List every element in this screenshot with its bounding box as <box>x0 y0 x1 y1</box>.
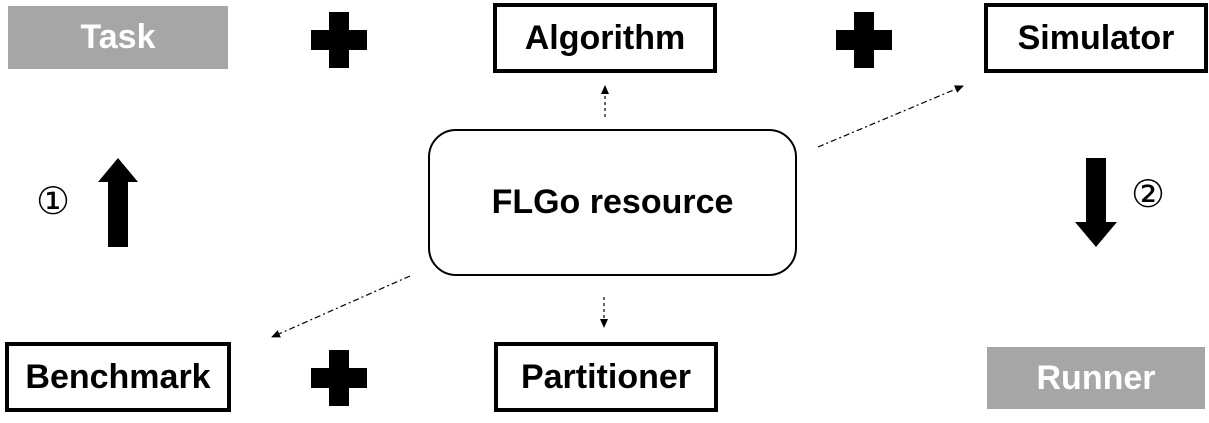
algorithm-node: Algorithm <box>493 3 717 73</box>
runner-node: Runner <box>987 347 1205 409</box>
simulator-label: Simulator <box>1017 18 1175 57</box>
down-arrow-icon <box>1075 158 1117 247</box>
task-node: Task <box>8 6 228 69</box>
up-arrow-icon <box>98 158 138 247</box>
partitioner-label: Partitioner <box>520 357 692 396</box>
partitioner-node: Partitioner <box>494 342 718 412</box>
connector-to-benchmark <box>271 275 411 338</box>
plus-icon <box>311 12 367 68</box>
flgo-resource-label: FLGo resource <box>491 183 734 221</box>
step-one-label: ① <box>36 179 71 223</box>
simulator-node: Simulator <box>984 3 1208 73</box>
connector-to-simulator <box>817 85 964 148</box>
plus-icon <box>836 12 892 68</box>
algorithm-label: Algorithm <box>524 18 686 57</box>
runner-label: Runner <box>1036 358 1156 397</box>
benchmark-label: Benchmark <box>25 357 211 396</box>
flgo-resource-node: FLGo resource <box>428 129 797 276</box>
step-two-label: ② <box>1131 172 1166 216</box>
benchmark-node: Benchmark <box>5 342 231 412</box>
plus-icon <box>311 350 367 406</box>
task-label: Task <box>80 18 156 56</box>
